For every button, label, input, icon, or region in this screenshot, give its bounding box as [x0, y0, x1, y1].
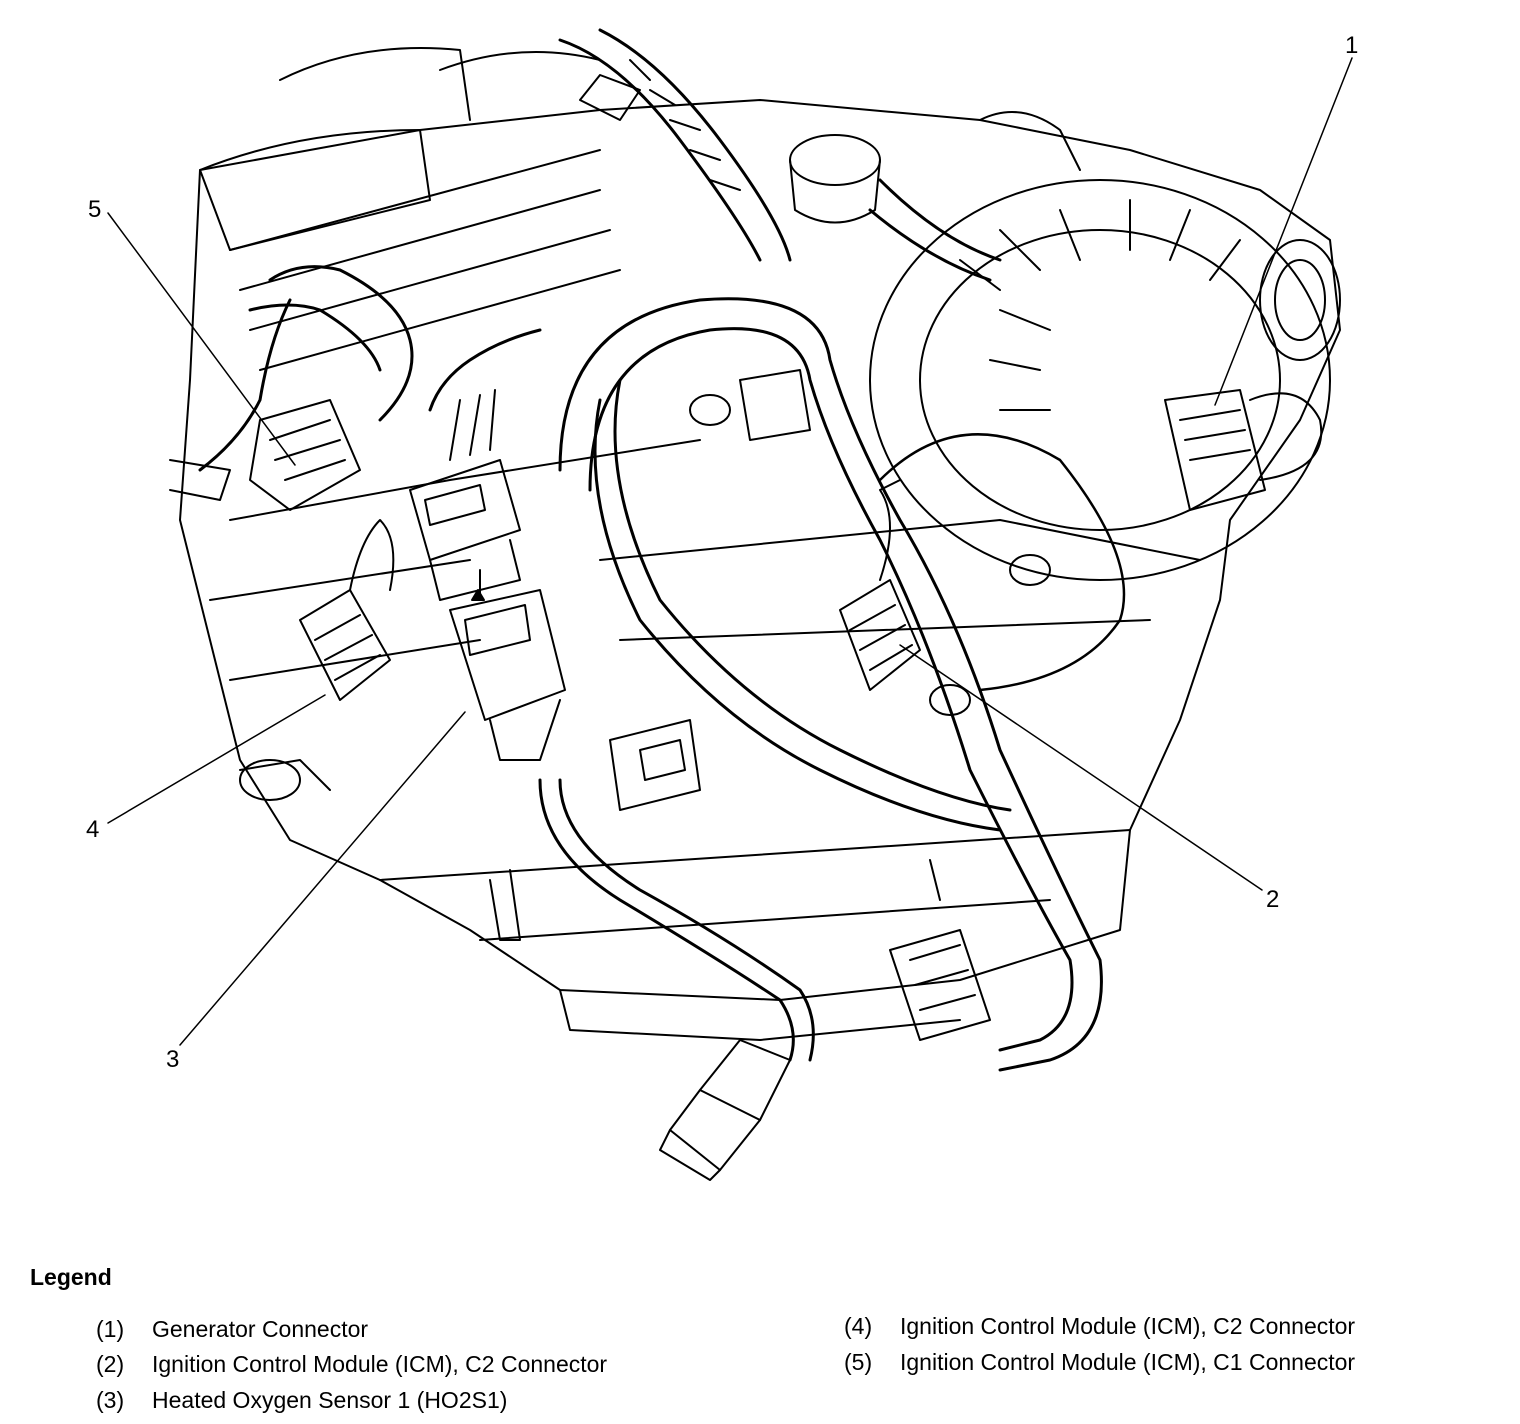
legend-item-number: (5): [844, 1349, 873, 1375]
engine-line-drawing: [107, 28, 1353, 1181]
legend-item-label: Generator Connector: [152, 1316, 369, 1342]
engine-details: [239, 369, 1051, 941]
lower-connector-drawing: [889, 859, 991, 1041]
legend-item-label: Ignition Control Module (ICM), C1 Connec…: [900, 1349, 1356, 1375]
legend-item-label: Ignition Control Module (ICM), C2 Connec…: [152, 1351, 608, 1377]
legend-item-number: (1): [96, 1316, 125, 1342]
left-harness: [169, 265, 414, 501]
legend-item: (2) Ignition Control Module (ICM), C2 Con…: [96, 1351, 607, 1378]
callout-4: 4: [86, 816, 100, 843]
legend-item: (1) Generator Connector: [96, 1316, 368, 1343]
ho2s1-connector-drawing: [409, 328, 566, 761]
legend-item-label: Heated Oxygen Sensor 1 (HO2S1): [152, 1387, 508, 1413]
wiring-harness: [558, 28, 1002, 282]
legend-title: Legend: [30, 1264, 112, 1290]
valve-cover: [199, 47, 601, 251]
oxygen-sensor-drawing: [538, 778, 815, 1181]
legend-item-number: (4): [844, 1313, 873, 1339]
callout-2: 2: [1266, 886, 1280, 913]
icm-c2-right-connector-drawing: [839, 479, 921, 691]
icm-c2-left-connector-drawing: [299, 519, 395, 701]
leader-lines: [107, 57, 1353, 1046]
generator-connector-drawing: [1164, 389, 1323, 511]
legend-item-number: (2): [96, 1351, 125, 1377]
legend-item-number: (3): [96, 1387, 125, 1413]
convoluted-harness: [558, 297, 1126, 1072]
callout-3: 3: [166, 1046, 180, 1073]
callout-1: 1: [1345, 32, 1359, 59]
legend-item: (4) Ignition Control Module (ICM), C2 Con…: [844, 1313, 1355, 1340]
icm-c1-connector-drawing: [249, 399, 361, 511]
engine-block: [179, 99, 1341, 1041]
legend-item: (5) Ignition Control Module (ICM), C1 Con…: [844, 1349, 1355, 1376]
oil-cap: [789, 134, 881, 224]
generator: [869, 111, 1341, 581]
legend-item-label: Ignition Control Module (ICM), C2 Connec…: [900, 1313, 1356, 1339]
legend-item: (3) Heated Oxygen Sensor 1 (HO2S1): [96, 1387, 507, 1414]
callout-5: 5: [88, 196, 102, 223]
